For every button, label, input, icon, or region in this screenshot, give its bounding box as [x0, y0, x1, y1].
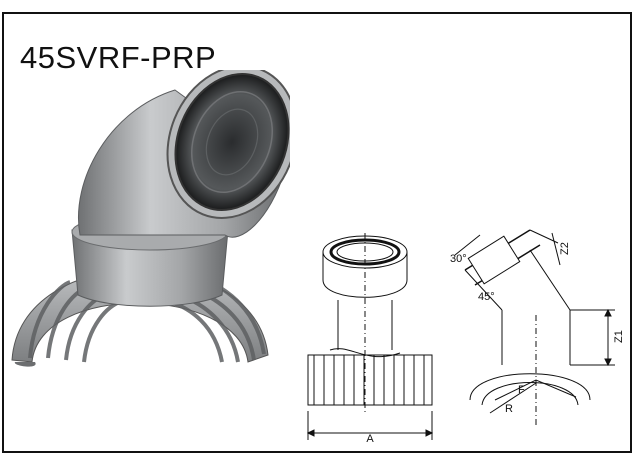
dim-z2-label: Z2: [559, 242, 571, 255]
dim-a-label: A: [366, 433, 374, 445]
cropped-header-text: [0, 0, 420, 7]
pipe-fitting-photo-icon: [11, 70, 290, 367]
front-view-drawing-icon: [306, 233, 434, 440]
technical-drawings: A 30° 45° Z2 Z1 F R: [306, 229, 625, 445]
dim-r-label: R: [505, 403, 513, 415]
angle-30-label: 30°: [450, 253, 467, 265]
product-model-title: 45SVRF-PRP: [20, 40, 217, 75]
side-view-drawing-icon: [454, 229, 615, 425]
angle-45-label: 45°: [478, 291, 495, 303]
dim-z1-label: Z1: [613, 330, 625, 343]
dim-f-label: F: [518, 384, 525, 396]
top-cropped-text-strip: [0, 0, 636, 12]
